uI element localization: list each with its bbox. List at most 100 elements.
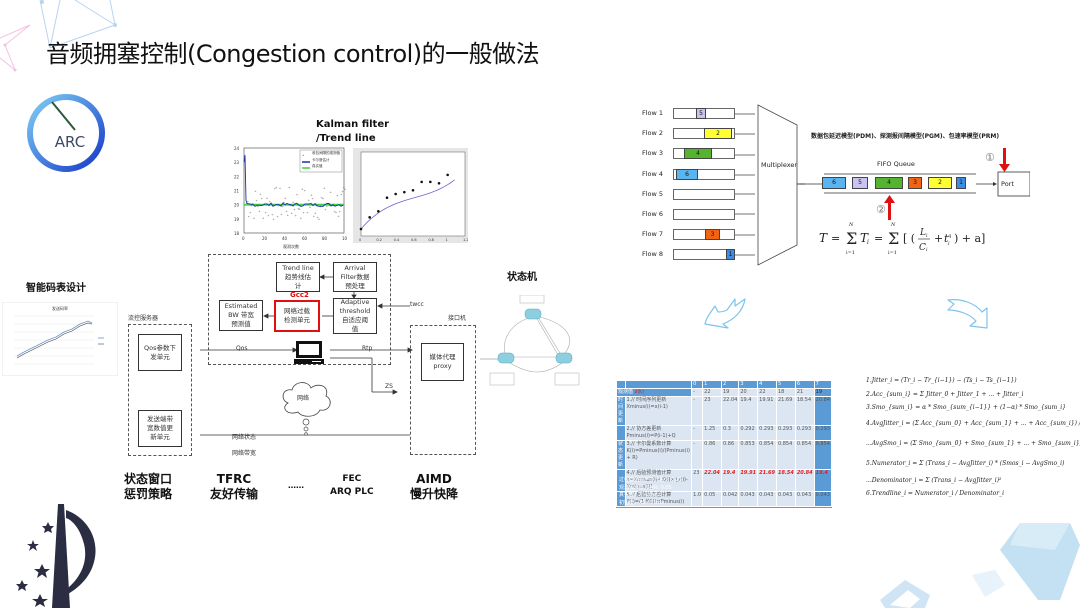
- table-header-cell: 3: [738, 380, 759, 389]
- observation-point: +: [323, 186, 326, 190]
- svg-text:i: i: [926, 233, 928, 239]
- network-cloud-icon: [282, 382, 331, 436]
- svg-text:+: +: [302, 153, 305, 157]
- observation-point: +: [300, 216, 303, 220]
- trendline-point: [394, 192, 397, 196]
- y-tick-label: 22: [234, 174, 240, 179]
- table-header-cell: 1: [702, 380, 722, 389]
- table-header-cell: 5: [775, 380, 796, 389]
- kalman-label-line2: /Trend line: [316, 133, 376, 144]
- models-caption: 数据包延迟模型(PDM)、探测报间隔模型(PGM)、包速率模型(PRM): [811, 133, 1000, 140]
- svg-text:i: i: [926, 247, 928, 253]
- table-cell: 0.043: [738, 491, 759, 507]
- arc-logo: [27, 94, 105, 172]
- formula-line: 2.Acc_{sum_i} = Σ Jitter_0 + Jitter_1 + …: [866, 391, 1024, 398]
- fifo-label: FIFO Queue: [877, 160, 915, 168]
- flow-packet: 4: [684, 148, 712, 160]
- emblem-logo: [16, 504, 96, 608]
- observation-point: +: [272, 217, 275, 221]
- table-cell: 20.84: [794, 469, 815, 492]
- x-tick-label: 0.4: [394, 238, 400, 242]
- svg-text:q: q: [948, 233, 951, 239]
- kalman-legend-3: 真实值: [312, 164, 323, 168]
- table-cell: 18.54: [775, 469, 796, 492]
- formula-line: 1.Jitter_i = (Tr_i − Tr_{i−1}) − (Ts_i −…: [866, 377, 1017, 384]
- flow-packet: 6: [676, 168, 698, 180]
- svg-text:i=1: i=1: [888, 250, 897, 256]
- observation-point: +: [259, 192, 262, 196]
- table-cell: 18.54: [794, 396, 815, 426]
- marker-2: ②: [876, 203, 886, 216]
- observation-point: +: [285, 209, 288, 213]
- observation-point: +: [343, 186, 346, 190]
- observation-point: +: [249, 210, 252, 214]
- state-machine-label: 状态机: [507, 272, 537, 283]
- observation-point: +: [283, 200, 286, 204]
- aimd-line1: AIMD: [416, 472, 452, 486]
- observation-point: +: [341, 189, 344, 193]
- flow-bar: [673, 188, 735, 200]
- observation-point: +: [298, 207, 301, 211]
- observation-point: +: [296, 192, 299, 196]
- table-cell: 0.854: [794, 440, 815, 470]
- table-header-cell: 7: [813, 380, 833, 389]
- trendline-point: [437, 181, 441, 185]
- table-cell: -: [691, 396, 704, 426]
- table-cell: 19.4: [738, 396, 759, 426]
- group-cell: [616, 425, 626, 441]
- table-cell: 19: [813, 388, 833, 397]
- fifo-packet: 4: [875, 177, 903, 189]
- y-tick-label: 19: [234, 217, 240, 222]
- table-cell: 22.04: [720, 396, 740, 426]
- svg-text:+: +: [934, 232, 943, 245]
- table-header-cell: 0: [691, 380, 704, 389]
- table-cell: 0.853: [738, 440, 759, 470]
- gcc-arrows: [200, 274, 413, 436]
- qos-label: Qos: [236, 345, 248, 352]
- table-cell: 20.84: [813, 396, 833, 426]
- state-window-line1: 状态窗口: [124, 472, 173, 486]
- table-cell: 19.91: [738, 469, 759, 492]
- table-cell: 0.043: [794, 491, 815, 507]
- table-footer-note: 初始值：X0=23ms: [619, 499, 664, 506]
- svg-text:i=1: i=1: [846, 250, 855, 256]
- observation-point: +: [317, 216, 320, 220]
- flow-label: Flow 5: [642, 189, 664, 198]
- observation-point: +: [335, 211, 338, 215]
- observation-point: +: [326, 204, 329, 208]
- observation-point: +: [297, 207, 300, 211]
- x-tick-label: 100: [342, 236, 347, 241]
- observation-point: +: [333, 210, 336, 214]
- computer-icon: [294, 341, 324, 364]
- server-label: 流控服务器: [128, 315, 159, 322]
- trendline-point: [411, 188, 415, 192]
- ellipsis-label: ……: [288, 481, 304, 490]
- table-cell: 0.293: [794, 425, 815, 441]
- qos-param-text: Qos参数下发单元: [144, 343, 176, 361]
- state-window-line2: 惩罚策略: [124, 487, 173, 501]
- svg-text:T: T: [860, 231, 869, 245]
- kalman-legend-2: 卡尔曼估计: [312, 158, 330, 162]
- server-region: [128, 324, 192, 456]
- svg-text:i: i: [948, 241, 950, 247]
- x-tick-label: 0: [242, 236, 245, 241]
- receiver-label: 接口机: [448, 315, 467, 322]
- table-cell: 0.043: [757, 491, 777, 507]
- observation-point: +: [266, 196, 269, 200]
- x-tick-label: 0.8: [428, 238, 434, 242]
- group-cell: 时间更新: [616, 396, 626, 426]
- fifo-packet: 2: [928, 177, 952, 189]
- flow-bar: 6: [673, 168, 735, 180]
- flow-label: Flow 2: [642, 129, 664, 138]
- observation-point: +: [276, 215, 279, 219]
- table-cell: 0.042: [720, 491, 740, 507]
- fifo-packet: 3: [908, 177, 922, 189]
- proxy-region: [410, 325, 476, 455]
- observation-point: +: [258, 209, 261, 213]
- observation-point: +: [293, 207, 296, 211]
- table-cell: -: [691, 425, 704, 441]
